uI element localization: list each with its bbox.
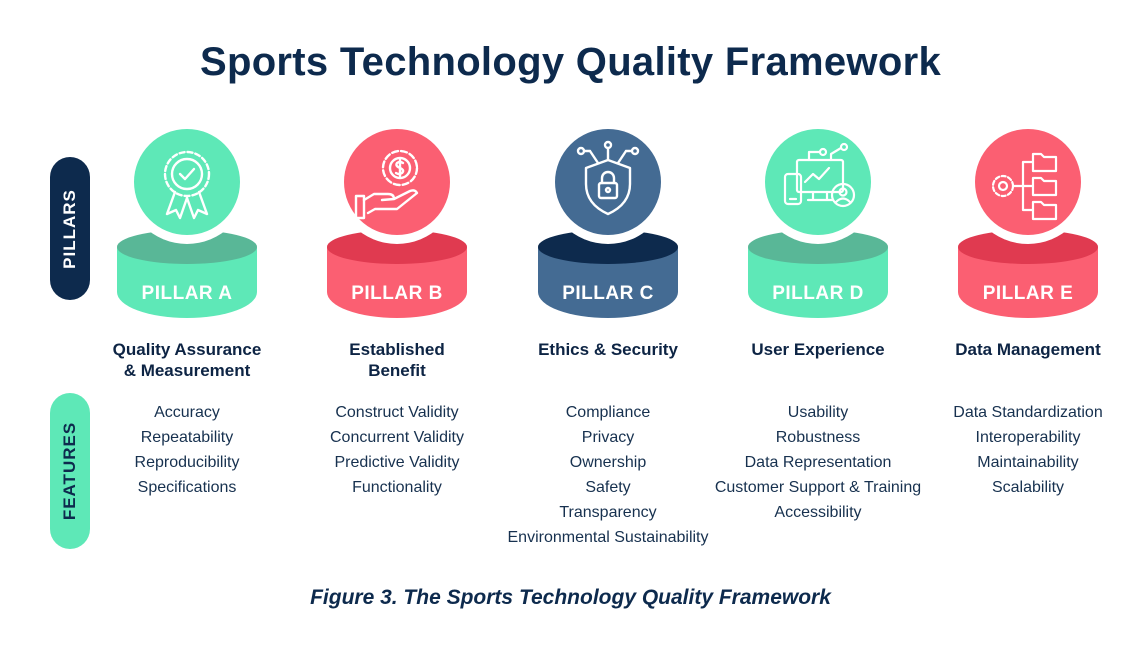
feature-item: Safety [585,479,631,496]
pillar-e: PILLAR E Data Management Data Standardiz… [923,0,1133,560]
feature-item: Ownership [569,454,647,471]
feature-item: Transparency [559,504,657,521]
pillars-side-label-text: PILLARS [60,188,80,269]
feature-item: Data Standardization [953,404,1103,421]
feature-item: Usability [787,404,849,421]
pillar-d: PILLAR D User Experience Usability Robus… [713,0,923,560]
feature-item: Scalability [991,479,1065,496]
pillar-c-label: PILLAR C [562,283,654,304]
pillar-c-graphic [538,120,678,318]
pillar-a-graphic [117,120,257,318]
pillar-e-label: PILLAR E [982,283,1074,304]
pillar-d-graphic [748,120,888,318]
feature-item: Privacy [581,429,635,446]
feature-item: Reproducibility [134,454,240,471]
pillar-d-name: User Experience [751,340,885,359]
feature-item: Customer Support & Training [714,479,922,496]
feature-item: Maintainability [977,454,1079,471]
pillar-d-label: PILLAR D [772,283,864,304]
figure-caption: Figure 3. The Sports Technology Quality … [310,586,831,609]
pillar-e-name: Data Management [955,340,1101,359]
award-badge-icon [163,150,211,220]
feature-item: Data Representation [744,454,892,471]
feature-item: Environmental Sustainability [507,529,709,546]
devices-user-icon [783,142,856,208]
feature-item: Construct Validity [335,404,459,421]
pillar-a: PILLAR A Quality Assurance& Measurement … [82,0,292,560]
feature-item: Compliance [565,404,651,421]
feature-item: Predictive Validity [334,454,460,471]
hand-gear-dollar-icon [354,149,419,220]
feature-item: Accuracy [154,404,220,421]
feature-item: Interoperability [975,429,1081,446]
feature-item: Concurrent Validity [330,429,464,446]
feature-item: Accessibility [774,504,862,521]
pillar-c-name: Ethics & Security [538,340,678,359]
pillar-e-graphic [958,120,1098,318]
pillar-a-name: Quality Assurance& Measurement [112,340,262,380]
pillar-c-features: Compliance Privacy Ownership Safety Tran… [483,400,733,550]
pillar-e-features: Data Standardization Interoperability Ma… [903,400,1141,500]
pillar-b-graphic [327,120,467,318]
pillar-c: PILLAR C Ethics & Security Compliance Pr… [503,0,713,560]
features-side-label: FEATURES [50,393,90,549]
page-title: Sports Technology Quality Framework [199,40,941,84]
gear-folders-icon [991,152,1058,221]
feature-item: Functionality [352,479,442,496]
pillar-a-features: Accuracy Repeatability Reproducibility S… [62,400,312,500]
feature-item: Specifications [137,479,237,496]
feature-item: Repeatability [140,429,234,446]
pillar-b-features: Construct Validity Concurrent Validity P… [272,400,522,500]
shield-lock-icon [576,140,640,216]
pillar-b-label: PILLAR B [351,283,443,304]
pillar-d-features: Usability Robustness Data Representation… [693,400,943,525]
feature-item: Robustness [775,429,861,446]
pillar-a-label: PILLAR A [141,283,233,304]
pillars-side-label: PILLARS [50,157,90,300]
